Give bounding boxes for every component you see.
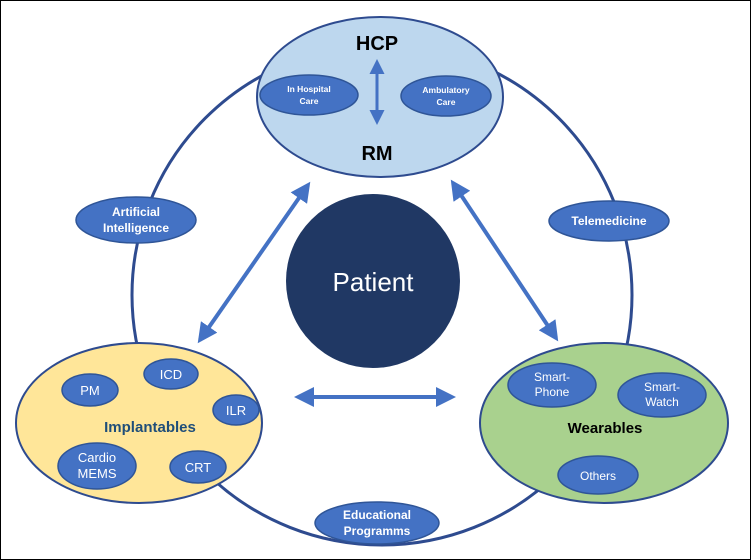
ai-line-1: Artificial bbox=[112, 205, 160, 219]
artificial-intelligence-pill: Artificial Intelligence bbox=[75, 196, 197, 244]
arrow-hcp-implantables bbox=[197, 181, 311, 344]
patient-label: Patient bbox=[333, 267, 415, 297]
arrow-hcp-wearables bbox=[450, 179, 559, 342]
ambulatory-line-1: Ambulatory bbox=[422, 85, 470, 95]
others-label: Others bbox=[580, 469, 616, 483]
ilr-label: ILR bbox=[226, 403, 246, 418]
patient-node: Patient bbox=[286, 194, 460, 368]
education-line-2: Programms bbox=[344, 524, 411, 538]
ambulatory-care-pill: Ambulatory Care bbox=[400, 75, 492, 117]
smartwatch-line-1: Smart- bbox=[644, 380, 680, 394]
smartphone-line-2: Phone bbox=[535, 385, 570, 399]
telemedicine-pill: Telemedicine bbox=[548, 200, 670, 242]
cardiomems-line-2: MEMS bbox=[78, 466, 117, 481]
ilr-pill: ILR bbox=[212, 394, 260, 426]
pm-label: PM bbox=[80, 383, 100, 398]
education-line-1: Educational bbox=[343, 508, 411, 522]
ambulatory-line-2: Care bbox=[437, 97, 456, 107]
crt-label: CRT bbox=[185, 460, 212, 475]
smartphone-line-1: Smart- bbox=[534, 370, 570, 384]
smartwatch-line-2: Watch bbox=[645, 395, 679, 409]
pm-pill: PM bbox=[61, 373, 119, 407]
implantables-node: Implantables ICD PM ILR Cardio MEMS CRT bbox=[15, 342, 263, 504]
hcp-label: HCP bbox=[356, 33, 398, 55]
in-hospital-line-2: Care bbox=[300, 96, 319, 106]
icd-label: ICD bbox=[160, 367, 182, 382]
educational-programms-pill: Educational Programms bbox=[314, 501, 440, 545]
others-pill: Others bbox=[557, 455, 639, 495]
smartwatch-pill: Smart- Watch bbox=[617, 372, 707, 418]
cardiomems-line-1: Cardio bbox=[78, 450, 116, 465]
cardiomems-pill: Cardio MEMS bbox=[57, 442, 137, 490]
in-hospital-line-1: In Hospital bbox=[287, 84, 330, 94]
implantables-label: Implantables bbox=[104, 419, 196, 436]
icd-pill: ICD bbox=[143, 358, 199, 390]
telemedicine-label: Telemedicine bbox=[571, 214, 646, 228]
crt-pill: CRT bbox=[169, 450, 227, 484]
smartphone-pill: Smart- Phone bbox=[507, 362, 597, 408]
wearables-label: Wearables bbox=[568, 420, 643, 437]
hcp-rm-node: HCP RM In Hospital Care Ambulatory Care bbox=[256, 16, 504, 178]
wearables-node: Wearables Smart- Phone Smart- Watch Othe… bbox=[479, 342, 729, 504]
in-hospital-care-pill: In Hospital Care bbox=[259, 74, 359, 116]
ai-line-2: Intelligence bbox=[103, 221, 169, 235]
rm-label: RM bbox=[361, 143, 392, 165]
